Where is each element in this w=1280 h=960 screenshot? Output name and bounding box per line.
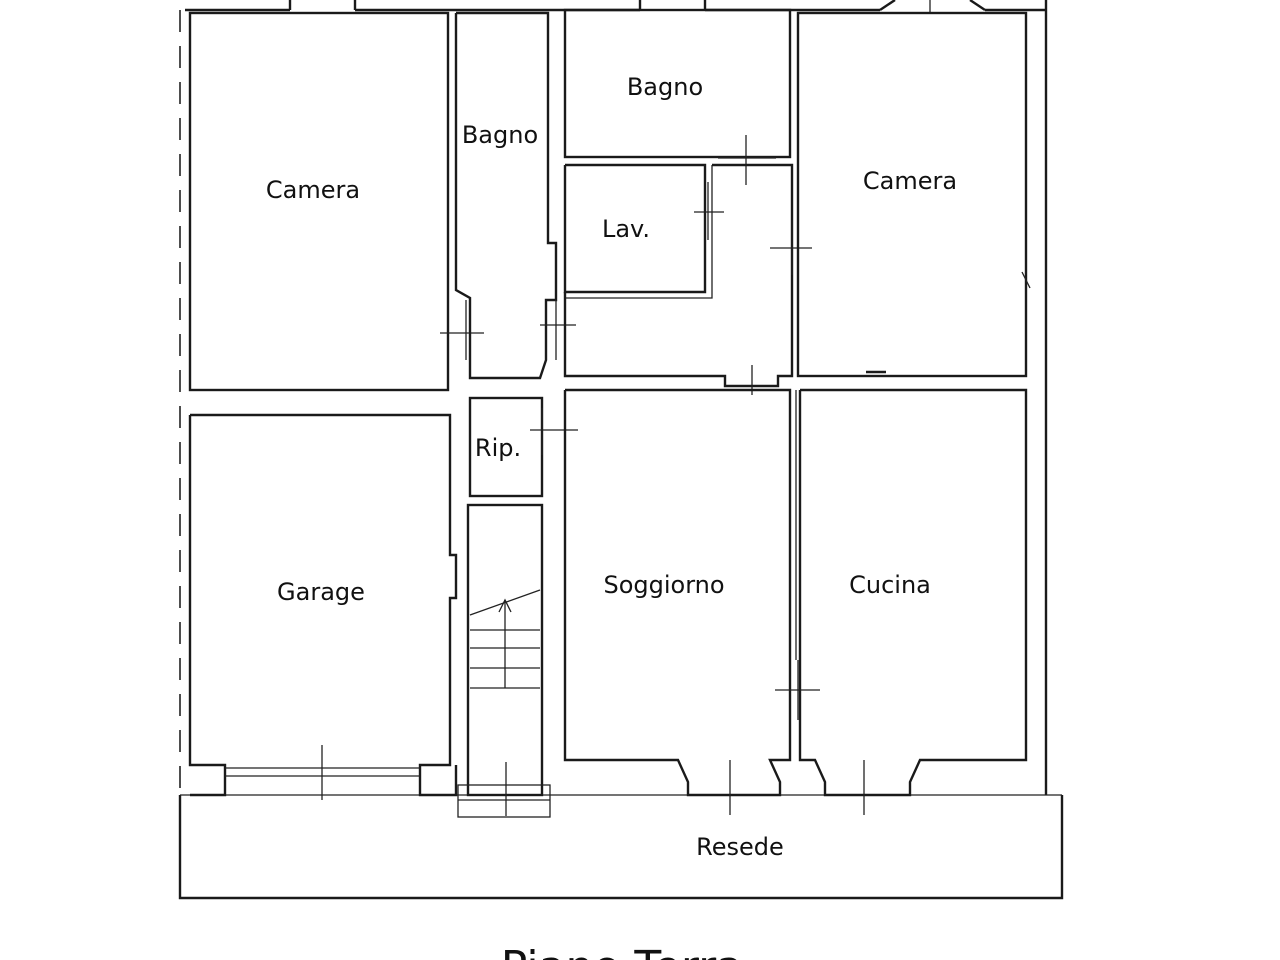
top-wall	[185, 0, 1046, 14]
room-soggiorno	[563, 388, 792, 797]
room-camera-left	[188, 11, 450, 392]
door-lavanderia	[694, 182, 724, 240]
door-ripostiglio	[530, 408, 578, 455]
plan-title: Piano Terra	[501, 942, 743, 960]
room-lavanderia	[563, 163, 707, 294]
label-ripostiglio: Rip.	[475, 434, 521, 462]
door-bagno-top	[718, 135, 776, 185]
hallway	[563, 163, 794, 388]
label-bagno-center: Bagno	[462, 121, 538, 149]
label-bagno-top: Bagno	[627, 73, 703, 101]
room-bagno-center	[454, 11, 558, 380]
room-garage	[190, 413, 458, 797]
room-bagno-top	[563, 8, 792, 159]
door-hallway-camera-right	[770, 220, 812, 275]
room-cucina	[798, 388, 1028, 797]
label-lavanderia: Lav.	[602, 215, 650, 243]
label-cucina: Cucina	[849, 571, 931, 599]
label-camera-right: Camera	[863, 167, 957, 195]
label-soggiorno: Soggiorno	[603, 571, 724, 599]
door-camera-left	[440, 300, 484, 360]
label-garage: Garage	[277, 578, 365, 606]
label-camera-left: Camera	[266, 176, 360, 204]
room-camera-right	[796, 11, 1028, 378]
staircase	[457, 503, 551, 818]
door-soggiorno-cucina	[775, 660, 820, 720]
resede-boundary	[178, 795, 1064, 900]
door-bagno-center	[540, 300, 576, 360]
label-resede: Resede	[696, 833, 784, 861]
